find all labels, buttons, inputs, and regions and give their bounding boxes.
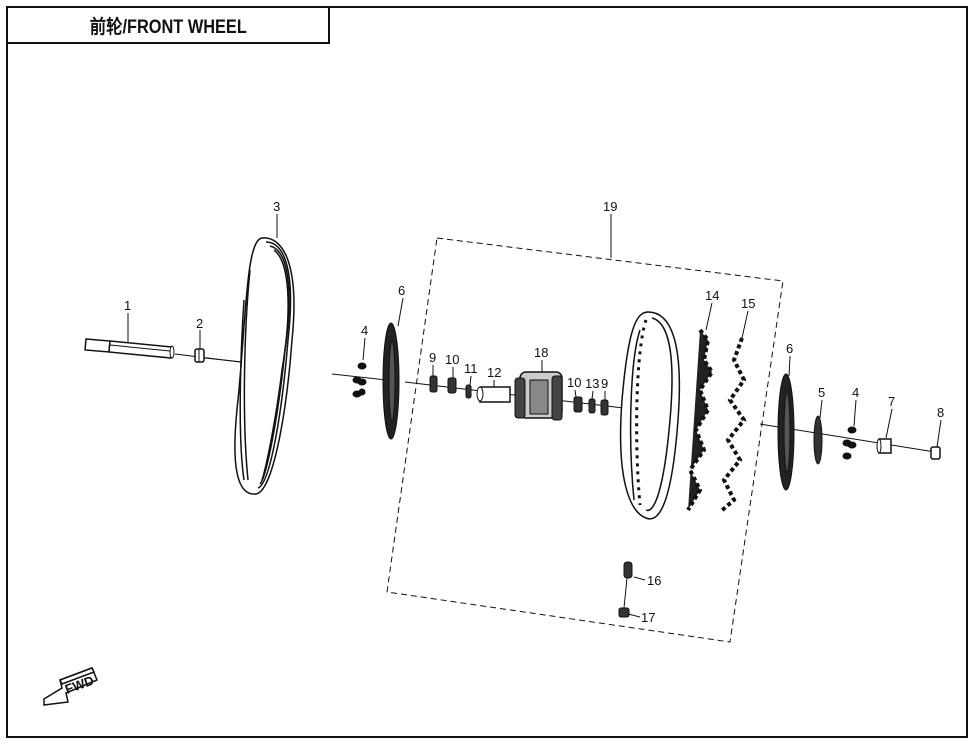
fwd-label: FWD [63,673,96,697]
brake-disc-right [777,373,795,491]
valve-cap [618,607,630,618]
callout-9-left: 9 [429,350,436,365]
callout-9-right: 9 [601,376,608,391]
wheel-assembly-boundary [386,237,784,643]
wheel-hub [514,371,563,421]
valve-stem [623,561,633,579]
callout-10-right: 10 [567,375,581,390]
callout-6-left: 6 [398,283,405,298]
title-box: 前轮/FRONT WHEEL [6,6,330,44]
callout-10-left: 10 [445,352,459,367]
diagram-title: 前轮/FRONT WHEEL [89,16,247,38]
callout-13: 13 [585,376,599,391]
spacer-13 [588,398,596,414]
spoke-set-outer [718,337,747,514]
seal-left [447,377,457,394]
collar-part [876,438,892,454]
callout-16: 16 [647,573,661,588]
leader-lines [127,214,942,618]
tire-part [234,237,295,495]
callout-4-right: 4 [852,385,859,400]
callout-7: 7 [888,394,895,409]
axle-part [84,338,175,359]
callout-1: 1 [124,298,131,313]
callout-18: 18 [534,345,548,360]
seal-right [573,396,583,413]
callout-3: 3 [273,199,280,214]
callout-2: 2 [196,316,203,331]
bearing-left [429,375,438,393]
callout-6-right: 6 [786,341,793,356]
fwd-arrow-icon [43,667,98,706]
callout-14: 14 [705,288,719,303]
callout-15: 15 [741,296,755,311]
axle-nut [930,446,941,460]
callout-5: 5 [818,385,825,400]
hub-sleeve [476,386,511,403]
wheel-rim [619,311,681,520]
adapter-plate [813,415,823,465]
brake-disc-left [382,322,400,440]
bearing-right [600,399,609,416]
callout-8: 8 [937,405,944,420]
callout-19: 19 [603,199,617,214]
callout-11: 11 [464,361,478,376]
callout-12: 12 [487,365,501,380]
bolt-set-left [352,362,367,398]
callout-4-left: 4 [361,323,368,338]
callout-17: 17 [641,610,655,625]
spoke-set-inner [686,328,715,512]
spacer-part [194,348,205,363]
bolt-set-right [842,426,857,460]
drawing-frame [6,6,968,738]
circlip-part [465,384,472,399]
